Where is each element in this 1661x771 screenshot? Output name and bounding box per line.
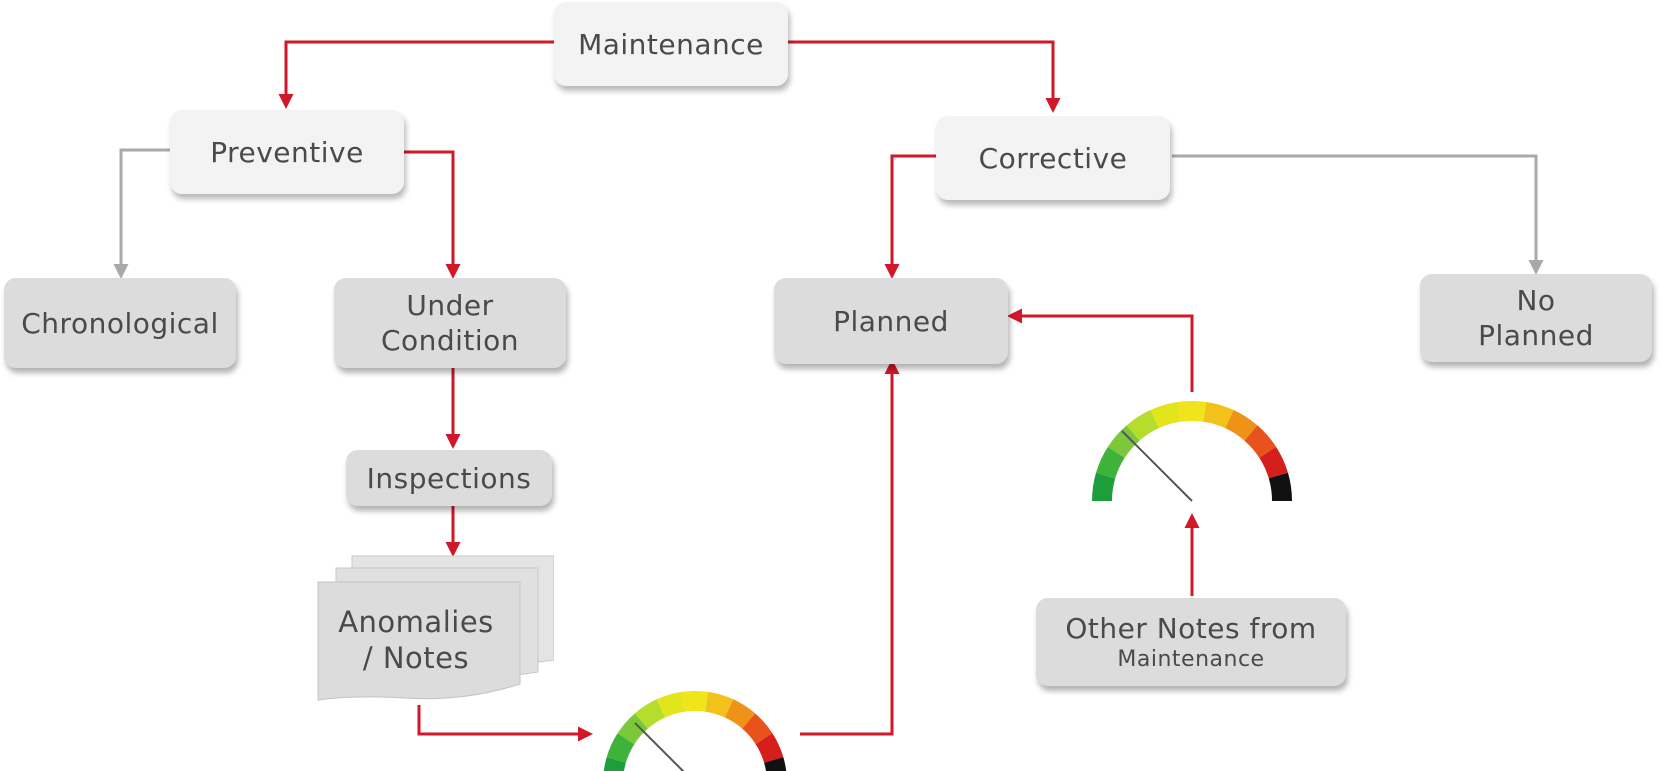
- gauge-segment: [1096, 446, 1125, 479]
- node-maintenance-label: Maintenance: [578, 27, 764, 61]
- gauge-segment: [1203, 402, 1234, 429]
- gauge-segment: [764, 757, 787, 771]
- node-planned: Planned: [774, 278, 1008, 364]
- gauge-segment: [1177, 400, 1207, 422]
- connector-gauge-right-planned: [1007, 308, 1194, 392]
- node-maintenance: Maintenance: [554, 2, 788, 86]
- gauge-segment: [681, 690, 709, 712]
- node-planned-label: Planned: [833, 304, 949, 338]
- gauge-segment: [603, 757, 626, 771]
- connector-anomalies-gauge: [417, 705, 593, 742]
- gauge-segment: [1268, 472, 1293, 502]
- gauge-segment: [704, 691, 734, 718]
- node-other-notes-line-1: Other Notes from: [1065, 611, 1317, 645]
- gauge-needle: [634, 722, 685, 771]
- node-anomalies-line-1: Anomalies: [338, 605, 494, 639]
- node-anomalies-notes: Anomalies / Notes: [314, 552, 554, 710]
- gauge-segment: [656, 691, 686, 718]
- gauge-segment: [724, 699, 756, 729]
- node-chronological: Chronological: [4, 278, 236, 368]
- connector-preventive-chronological: [113, 148, 170, 279]
- gauge-segment: [1259, 446, 1288, 479]
- node-preventive: Preventive: [170, 110, 404, 194]
- node-no-planned-line-2: Planned: [1478, 319, 1594, 352]
- connector-maintenance-corrective: [788, 40, 1061, 113]
- gauge-segment: [617, 713, 649, 745]
- gauge-segment: [741, 713, 773, 745]
- node-other-notes: Other Notes from Maintenance: [1036, 598, 1346, 686]
- gauge-segment: [1091, 472, 1116, 502]
- node-no-planned: No Planned: [1420, 274, 1652, 362]
- gauge-segment: [755, 733, 784, 764]
- connector-corrective-no-planned: [1172, 154, 1544, 275]
- connector-corrective-planned: [884, 154, 936, 279]
- connector-maintenance-preventive: [278, 40, 554, 109]
- gauge-icon: [1091, 400, 1293, 502]
- node-inspections-label: Inspections: [366, 461, 532, 495]
- gauge-segment: [1126, 410, 1160, 441]
- connector-preventive-under-condition: [404, 150, 461, 279]
- node-corrective-label: Corrective: [978, 141, 1128, 175]
- gauge-segment: [606, 733, 635, 764]
- node-no-planned-line-1: No: [1516, 284, 1556, 317]
- gauge-needle: [1121, 430, 1193, 502]
- node-anomalies-line-2: / Notes: [362, 641, 470, 676]
- gauge-segment: [1224, 410, 1258, 441]
- node-under-condition-line-1: Under: [406, 289, 494, 322]
- gauge-segment: [1244, 425, 1277, 459]
- node-under-condition: Under Condition: [334, 278, 566, 368]
- connector-gauge-planned: [800, 359, 900, 736]
- node-other-notes-line-2: Maintenance: [1117, 646, 1265, 672]
- document-front-sheet: [317, 581, 521, 701]
- gauge-segment: [634, 699, 666, 729]
- node-inspections: Inspections: [346, 450, 552, 506]
- node-chronological-label: Chronological: [21, 306, 219, 340]
- gauge-segment: [1107, 425, 1140, 459]
- gauge-segment: [1150, 402, 1181, 429]
- node-under-condition-line-2: Condition: [380, 324, 520, 357]
- node-corrective: Corrective: [936, 116, 1170, 200]
- gauge-icon: [603, 690, 787, 771]
- node-preventive-label: Preventive: [210, 135, 364, 169]
